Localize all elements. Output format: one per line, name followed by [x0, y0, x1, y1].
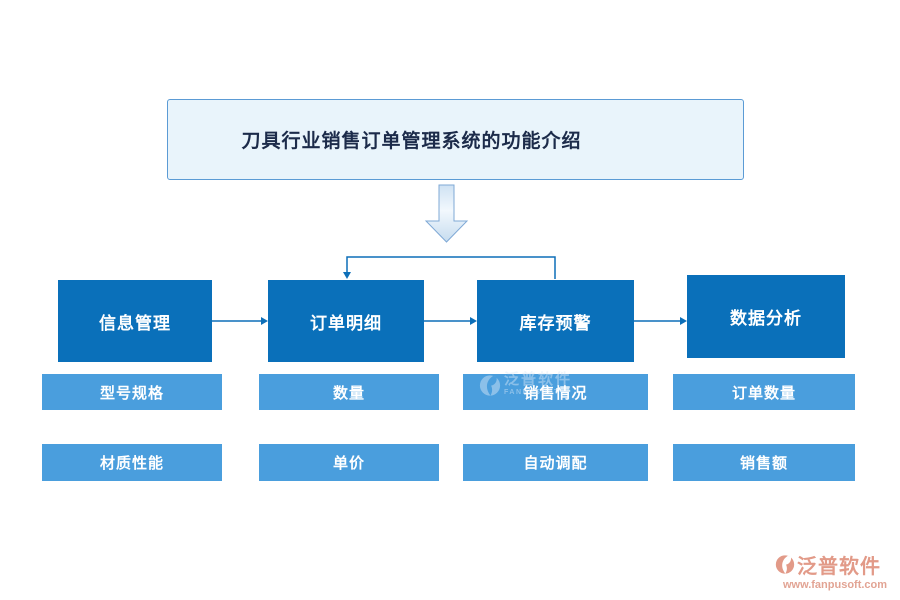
subnode-label: 自动调配	[523, 455, 588, 472]
subnode-label: 销售情况	[523, 384, 588, 402]
subnode-label: 数量	[332, 384, 365, 402]
footer-watermark-brand: 泛普软件	[797, 556, 881, 578]
node-label: 库存预警	[519, 313, 592, 333]
subnode-label: 订单数量	[731, 384, 796, 402]
subnode-model-specs: 型号规格	[42, 374, 222, 410]
down-arrow-icon	[424, 184, 469, 243]
node-label: 信息管理	[99, 313, 171, 333]
subnode-auto-allocation: 自动调配	[463, 444, 648, 481]
subnode-label: 型号规格	[99, 384, 164, 402]
title-box: 刀具行业销售订单管理系统的功能介绍	[167, 99, 744, 180]
node-data-analysis: 数据分析	[687, 275, 845, 358]
node-inventory-warning: 库存预警	[477, 280, 634, 362]
node-information-management: 信息管理	[58, 280, 212, 362]
subnode-quantity: 数量	[259, 374, 439, 410]
footer-watermark-url: www.fanpusoft.com	[782, 579, 888, 591]
node-order-details: 订单明细	[268, 280, 424, 362]
subnode-label: 材质性能	[99, 455, 164, 472]
footer-watermark: 泛普软件 www.fanpusoft.com	[775, 550, 895, 591]
subnode-sales-amount: 销售额	[673, 444, 855, 481]
subnode-material-performance: 材质性能	[42, 444, 222, 481]
subnode-label: 销售额	[739, 455, 788, 472]
page-title: 刀具行业销售订单管理系统的功能介绍	[241, 131, 582, 152]
node-label: 数据分析	[730, 309, 802, 328]
node-label: 订单明细	[310, 313, 382, 333]
subnode-unit-price: 单价	[259, 444, 439, 481]
subnode-sales-status: 销售情况	[463, 374, 648, 410]
fanpu-logo-icon	[775, 555, 795, 574]
subnode-order-quantity: 订单数量	[673, 374, 855, 410]
subnode-label: 单价	[332, 455, 365, 472]
